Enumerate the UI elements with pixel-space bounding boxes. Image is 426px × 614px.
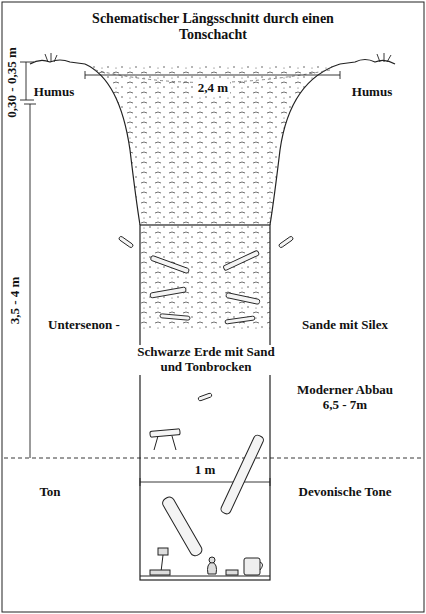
dimension-ticks [140, 478, 270, 486]
dimension-line [30, 104, 31, 458]
diagram-title: Schematischer Längsschnitt durch einen T… [61, 11, 365, 43]
layer-label: Humus [350, 85, 394, 100]
soil-fill [85, 64, 340, 330]
tools [150, 548, 263, 575]
dimension-ticks [85, 71, 340, 79]
dimension-line [85, 75, 340, 76]
layer-label: Devonische Tone [293, 485, 397, 500]
grass [45, 53, 391, 62]
dimension-label: 0,30 - 0,35 m [5, 45, 20, 119]
layer-label: Humus [32, 85, 76, 100]
wood-pieces [118, 236, 293, 402]
shaft [140, 225, 270, 580]
timber-logs [150, 429, 265, 558]
dimension-line [26, 62, 27, 100]
dimension-line [140, 482, 270, 483]
dimension-label: 2,4 m [196, 81, 230, 96]
dimension-label: 3,5 - 4 m [9, 274, 24, 326]
note-label: Moderner Abbau 6,5 - 7m [287, 383, 403, 413]
funnel-outline [85, 64, 340, 225]
level-line [4, 458, 422, 459]
shaft-floor [140, 576, 270, 577]
layer-label: Untersenon - [46, 318, 122, 333]
layer-label: Sande mit Silex [300, 318, 390, 333]
fill-label: Schwarze Erde mit Sand und Tonbrocken [124, 345, 288, 375]
layer-label: Ton [37, 485, 62, 500]
ground-line [30, 60, 395, 65]
dimension-label: 1 m [193, 463, 218, 478]
dimension-ticks [24, 104, 36, 105]
